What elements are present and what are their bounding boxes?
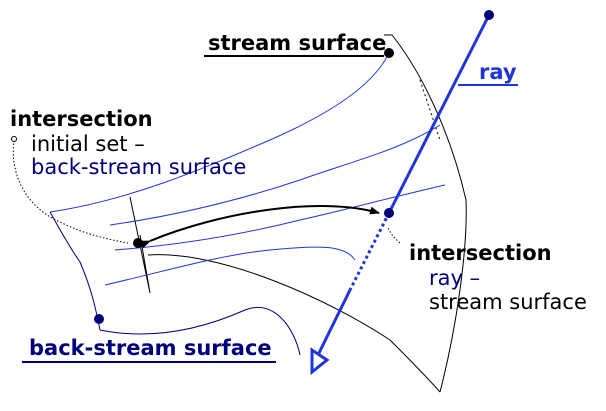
intersection-left-line1: initial set – bbox=[31, 132, 145, 156]
intersection-right-line2: stream surface bbox=[429, 290, 587, 314]
ray-line bbox=[310, 14, 491, 376]
leader-initial-set-start bbox=[11, 136, 17, 142]
ray-arrowhead-icon bbox=[310, 347, 330, 376]
intersection-left-title: intersection bbox=[10, 107, 153, 131]
intersection-right-title: intersection bbox=[409, 241, 552, 265]
ray-dotted-segment bbox=[348, 212, 391, 291]
stream-surface-hidden-edge bbox=[419, 79, 441, 141]
stream-surface-point bbox=[384, 48, 394, 58]
ray-solid-segment bbox=[387, 14, 491, 214]
intersection-initial-set-point bbox=[133, 238, 143, 248]
stream-surface-left-edge bbox=[129, 196, 151, 294]
intersection-right-line1: ray – bbox=[429, 266, 480, 290]
stream-surface-top-edge bbox=[384, 34, 467, 393]
back-stream-surface-outline bbox=[49, 211, 301, 356]
back-stream-surface-bottom-edge bbox=[99, 307, 301, 356]
ray-lower-segment bbox=[316, 289, 352, 356]
back-stream-surface-left-edge bbox=[49, 211, 101, 331]
stream-line-4 bbox=[104, 246, 356, 286]
ray-origin-point bbox=[484, 10, 494, 20]
stream-surface-outline bbox=[129, 34, 467, 393]
intersection-left-line2: back-stream surface bbox=[31, 155, 246, 179]
ray-label: ray bbox=[479, 60, 517, 84]
back-stream-surface-point bbox=[94, 314, 104, 324]
leader-ray-stream bbox=[387, 227, 401, 244]
connection-arrow bbox=[140, 205, 380, 249]
stream-line-3 bbox=[114, 184, 446, 251]
stream-surface-bottom-edge bbox=[147, 254, 441, 393]
leader-initial-set bbox=[12, 139, 129, 244]
back-stream-surface-label: back-stream surface bbox=[29, 336, 272, 360]
intersection-ray-stream-point bbox=[384, 208, 394, 218]
stream-line-1 bbox=[49, 54, 389, 213]
stream-surface-label: stream surface bbox=[208, 31, 386, 55]
